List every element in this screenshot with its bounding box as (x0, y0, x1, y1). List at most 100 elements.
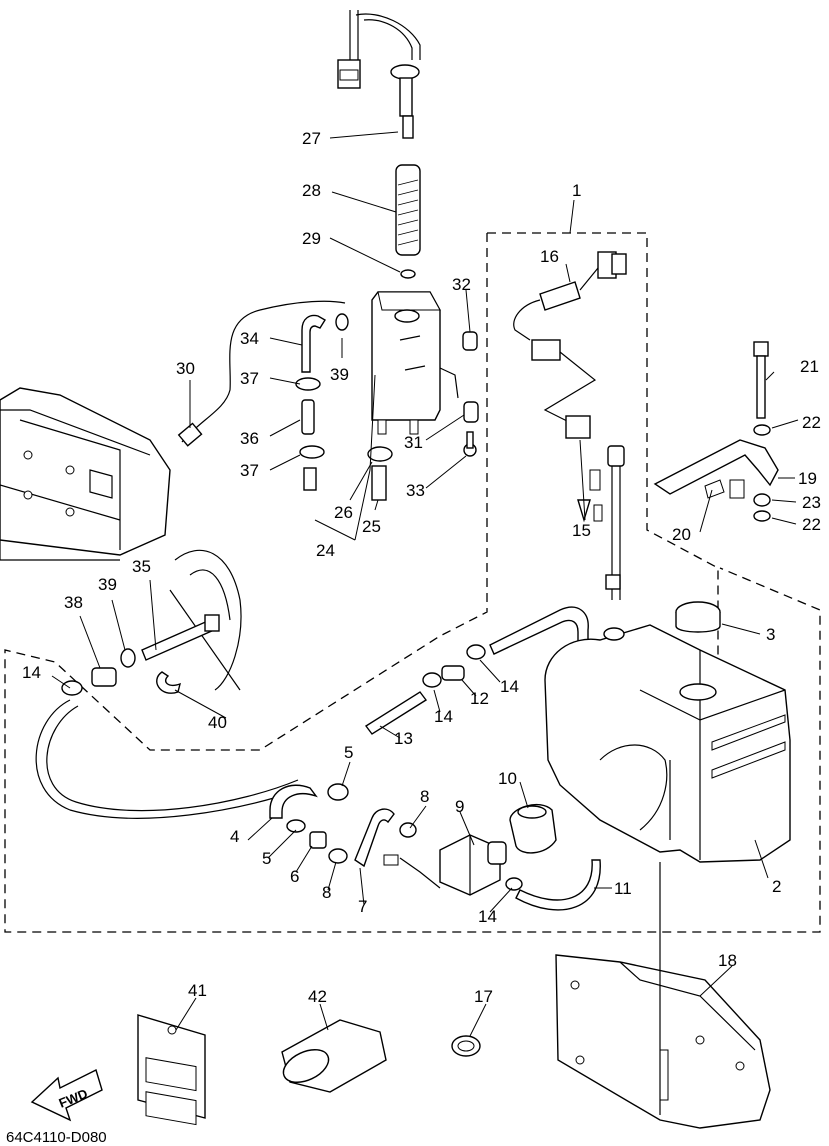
callout-18: 18 (718, 951, 737, 970)
leader-lines (51, 131, 799, 1037)
callout-5b: 5 (262, 849, 271, 868)
callout-29: 29 (302, 229, 321, 248)
hose-4 (269, 784, 318, 819)
clamp-14-pump (505, 877, 523, 891)
engine-cowling (0, 387, 242, 691)
callout-31: 31 (404, 433, 423, 452)
callout-41: 41 (188, 981, 207, 1000)
separator-tank (371, 291, 459, 435)
callout-19: 19 (798, 469, 817, 488)
clip-26 (367, 446, 393, 462)
callout-39a: 39 (330, 365, 349, 384)
fuel-hose-13 (364, 691, 428, 735)
clamp-14-right (466, 644, 486, 660)
fitting-35 (204, 614, 220, 632)
clip-40 (156, 671, 181, 694)
callout-14b: 14 (434, 707, 453, 726)
washer-22-upper (753, 424, 771, 436)
callout-37a: 37 (240, 369, 259, 388)
clip-39-upper (335, 313, 349, 331)
label-41 (137, 1014, 206, 1126)
callout-17: 17 (474, 987, 493, 1006)
group-outline-upper (487, 232, 719, 710)
callout-1: 1 (572, 181, 581, 200)
vent-hose-30 (181, 300, 346, 443)
callout-23: 23 (802, 493, 821, 512)
joint-12 (441, 665, 465, 681)
fuel-pump-9 (383, 834, 507, 896)
callout-7: 7 (358, 897, 367, 916)
clamp-5-upper (327, 783, 349, 801)
clamp-37-upper (295, 377, 321, 391)
callout-28: 28 (302, 181, 321, 200)
callout-34: 34 (240, 329, 259, 348)
fuel-tank (544, 624, 791, 863)
clip-8-lower (328, 848, 348, 864)
washer-22-lower (753, 510, 771, 522)
callout-6: 6 (290, 867, 299, 886)
callout-3: 3 (766, 625, 775, 644)
callout-36: 36 (240, 429, 259, 448)
clamp-14-left (61, 680, 83, 696)
callout-25: 25 (362, 517, 381, 536)
joint-36 (301, 399, 315, 435)
callout-40: 40 (208, 713, 227, 732)
hose-36-lower (303, 467, 317, 491)
hose-11 (515, 859, 601, 911)
hose-34 (301, 314, 326, 373)
callout-11: 11 (614, 879, 632, 898)
callout-35: 35 (132, 557, 151, 576)
callout-24: 24 (316, 541, 335, 560)
callout-27: 27 (302, 129, 321, 148)
joint-6 (309, 831, 327, 849)
callout-32: 32 (452, 275, 471, 294)
hose-clamp-30 (177, 422, 203, 447)
callout-22b: 22 (802, 515, 821, 534)
washer-23 (753, 493, 771, 507)
callout-20: 20 (672, 525, 691, 544)
callout-42: 42 (308, 987, 327, 1006)
clip-39-lower (120, 648, 136, 668)
callout-21: 21 (800, 357, 819, 376)
diagram-code: 64C4110-D080 (6, 1129, 107, 1146)
connector-wire-16 (513, 251, 627, 439)
sensor-wire-assembly (337, 10, 421, 139)
hose-7 (354, 808, 395, 868)
grommet-31 (463, 401, 479, 423)
callout-5a: 5 (344, 743, 353, 762)
callout-14a: 14 (22, 663, 41, 682)
callout-14c: 14 (500, 677, 519, 696)
callout-16: 16 (540, 247, 559, 266)
callout-39b: 39 (98, 575, 117, 594)
clip-8-upper (399, 822, 417, 838)
callout-2: 2 (772, 877, 781, 896)
fuel-filter-element (395, 164, 421, 279)
tank-cap (675, 601, 721, 633)
bracket-19 (653, 439, 779, 499)
fuel-sender (577, 445, 625, 641)
callout-8b: 8 (322, 883, 331, 902)
long-fuel-hose (35, 699, 301, 819)
callout-8a: 8 (420, 787, 429, 806)
filter-cap-10 (509, 804, 557, 854)
sleeve-25 (371, 465, 387, 501)
callout-30: 30 (176, 359, 195, 378)
callout-37b: 37 (240, 461, 259, 480)
callout-4: 4 (230, 827, 239, 846)
fwd-arrow: FWD (30, 1069, 103, 1122)
callout-33: 33 (406, 481, 425, 500)
callout-13: 13 (394, 729, 413, 748)
cover-42 (281, 1019, 387, 1093)
bolt-21 (753, 341, 769, 419)
clamp-5-lower (286, 819, 306, 833)
grommet-32 (462, 331, 478, 351)
callout-38: 38 (64, 593, 83, 612)
clip-17 (451, 1035, 481, 1057)
mount-bracket-18 (555, 954, 771, 1129)
callout-10: 10 (498, 769, 517, 788)
clamp-14-mid (422, 672, 442, 688)
callout-14d: 14 (478, 907, 497, 926)
callout-22a: 22 (802, 413, 821, 432)
clamp-37-lower (299, 445, 325, 459)
